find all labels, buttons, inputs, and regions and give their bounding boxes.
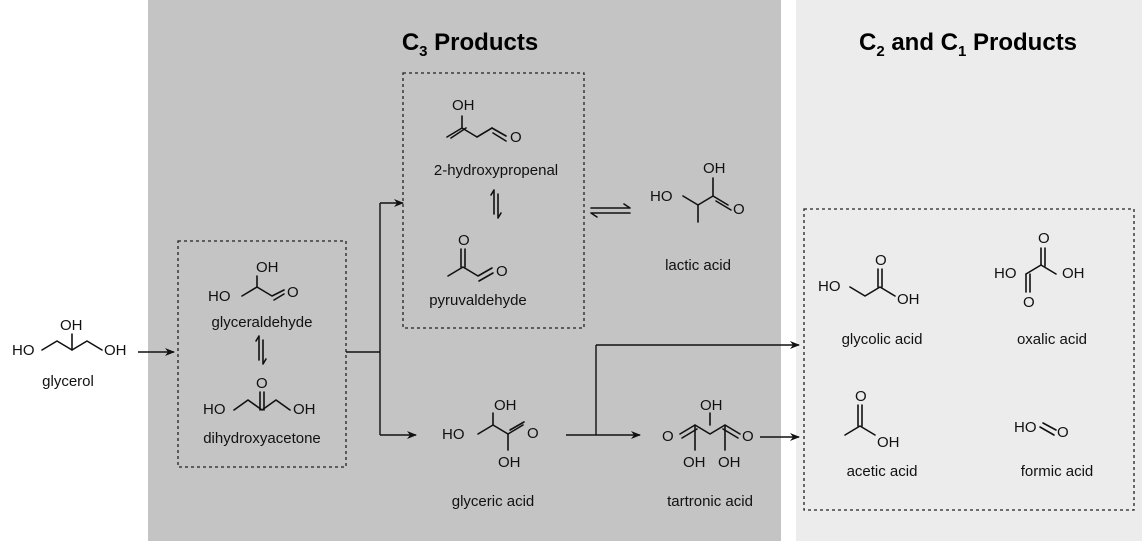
svg-text:OH: OH	[897, 291, 920, 308]
svg-text:O: O	[510, 129, 522, 146]
formic-acid-structure: HO O	[1014, 419, 1069, 441]
oxalic-acid-label: oxalic acid	[1017, 331, 1087, 348]
c3-panel-title: C3 Products	[402, 29, 538, 60]
svg-text:HO: HO	[994, 265, 1017, 282]
svg-text:OH: OH	[452, 97, 475, 114]
svg-text:OH: OH	[104, 342, 127, 359]
svg-text:HO: HO	[818, 278, 841, 295]
c3-products-panel	[148, 0, 781, 541]
svg-text:OH: OH	[703, 160, 726, 177]
pyruvaldehyde-structure: O O	[447, 232, 508, 282]
svg-text:OH: OH	[494, 397, 517, 414]
svg-text:OH: OH	[498, 454, 521, 471]
triose-box	[177, 240, 347, 468]
lactic-acid-label: lactic acid	[665, 257, 731, 274]
svg-text:OH: OH	[256, 259, 279, 276]
equilibrium-trioses	[255, 335, 267, 365]
glyceraldehyde-structure: OH HO O	[208, 259, 299, 305]
c2-c1-products-box	[803, 208, 1135, 511]
tartronic-acid-structure: OH O O OH OH	[662, 397, 754, 471]
svg-text:O: O	[733, 201, 745, 218]
svg-text:O: O	[875, 252, 887, 269]
svg-text:O: O	[1023, 294, 1035, 311]
svg-text:OH: OH	[60, 317, 83, 334]
hydroxypropenal-label: 2-hydroxypropenal	[434, 162, 558, 179]
svg-text:O: O	[662, 428, 674, 445]
glyceric-acid-structure: OH HO O OH	[442, 397, 539, 471]
svg-text:O: O	[496, 263, 508, 280]
glycerol-label: glycerol	[42, 373, 94, 390]
formic-acid-label: formic acid	[1021, 463, 1094, 480]
hydroxypropenal-structure: OH O	[446, 97, 522, 146]
branch-from-trioses	[346, 199, 417, 439]
glycolic-acid-label: glycolic acid	[842, 331, 923, 348]
svg-text:OH: OH	[683, 454, 706, 471]
oxalic-acid-structure: O HO OH O	[994, 230, 1085, 311]
glycerol-structure: OH HO OH	[12, 317, 127, 359]
svg-text:HO: HO	[442, 426, 465, 443]
svg-text:OH: OH	[293, 401, 316, 418]
lactic-acid-structure: OH HO O	[650, 160, 745, 223]
svg-text:O: O	[742, 428, 754, 445]
tartronic-acid-label: tartronic acid	[667, 493, 753, 510]
svg-text:OH: OH	[877, 434, 900, 451]
svg-text:HO: HO	[1014, 419, 1037, 436]
acetic-acid-label: acetic acid	[847, 463, 918, 480]
svg-text:O: O	[458, 232, 470, 249]
svg-text:OH: OH	[700, 397, 723, 414]
glyceraldehyde-label: glyceraldehyde	[212, 314, 313, 331]
svg-text:HO: HO	[203, 401, 226, 418]
svg-text:OH: OH	[1062, 265, 1085, 282]
c2-c1-panel-title: C2 and C1 Products	[859, 29, 1077, 60]
svg-text:O: O	[256, 375, 268, 392]
glycolic-acid-structure: O HO OH	[818, 252, 920, 308]
equilibrium-to-lactic-acid	[590, 203, 631, 218]
c2-c1-products-panel	[796, 0, 1142, 541]
svg-text:O: O	[1057, 424, 1069, 441]
equilibrium-enol-pyruvaldehyde	[490, 189, 502, 219]
svg-text:O: O	[1038, 230, 1050, 247]
svg-text:HO: HO	[208, 288, 231, 305]
acetic-acid-structure: O OH	[844, 388, 900, 451]
dihydroxyacetone-structure: O HO OH	[203, 375, 316, 418]
svg-text:O: O	[527, 425, 539, 442]
svg-text:OH: OH	[718, 454, 741, 471]
svg-text:O: O	[855, 388, 867, 405]
glyceric-acid-label: glyceric acid	[452, 493, 535, 510]
branch-from-glyceric-acid	[566, 341, 800, 439]
dihydroxyacetone-label: dihydroxyacetone	[203, 430, 321, 447]
pyruvaldehyde-label: pyruvaldehyde	[429, 292, 527, 309]
svg-text:HO: HO	[12, 342, 35, 359]
svg-text:O: O	[287, 284, 299, 301]
svg-text:HO: HO	[650, 188, 673, 205]
